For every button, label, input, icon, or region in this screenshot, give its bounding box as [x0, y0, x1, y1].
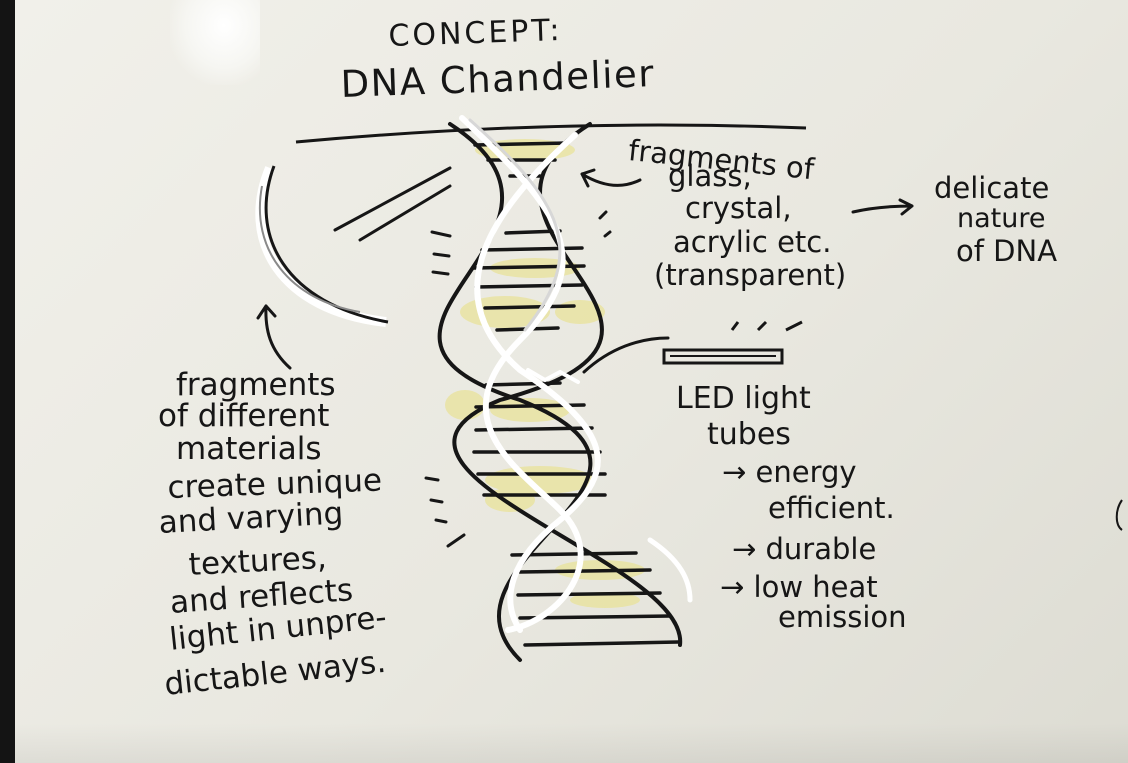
delicate-line-2: nature — [957, 205, 1045, 232]
led-line-4: efficient. — [768, 494, 895, 523]
dna-helix — [440, 124, 681, 660]
fragments-line-1: fragments — [176, 370, 336, 401]
arrow-to-helix-top — [582, 170, 640, 186]
page-edge-mark — [1117, 500, 1122, 530]
glass-fragment-arc — [260, 166, 388, 322]
materials-line-4: acrylic etc. — [673, 228, 831, 257]
concept-label: CONCEPT: — [388, 16, 563, 52]
materials-line-2: glass, — [668, 162, 752, 191]
led-tube-sketch — [664, 322, 802, 363]
fragments-line-2: of different — [158, 401, 329, 432]
arrow-up-to-arc — [258, 306, 290, 368]
arrow-to-delicate — [853, 200, 912, 214]
delicate-line-1: delicate — [934, 174, 1049, 203]
materials-line-5: (transparent) — [654, 261, 846, 290]
led-line-3: → energy — [722, 458, 857, 487]
led-line-1: LED light — [676, 384, 811, 414]
fragments-line-3: materials — [176, 434, 322, 465]
page-title: DNA Chandelier — [340, 55, 656, 103]
ceiling-line — [296, 125, 806, 142]
led-line-7: emission — [778, 603, 907, 632]
led-line-5: → durable — [732, 535, 876, 564]
line-led-to-helix — [584, 338, 668, 372]
led-line-2: tubes — [707, 420, 791, 450]
materials-line-3: crystal, — [685, 194, 792, 223]
led-line-6: → low heat — [720, 573, 878, 602]
delicate-line-3: of DNA — [956, 237, 1057, 266]
